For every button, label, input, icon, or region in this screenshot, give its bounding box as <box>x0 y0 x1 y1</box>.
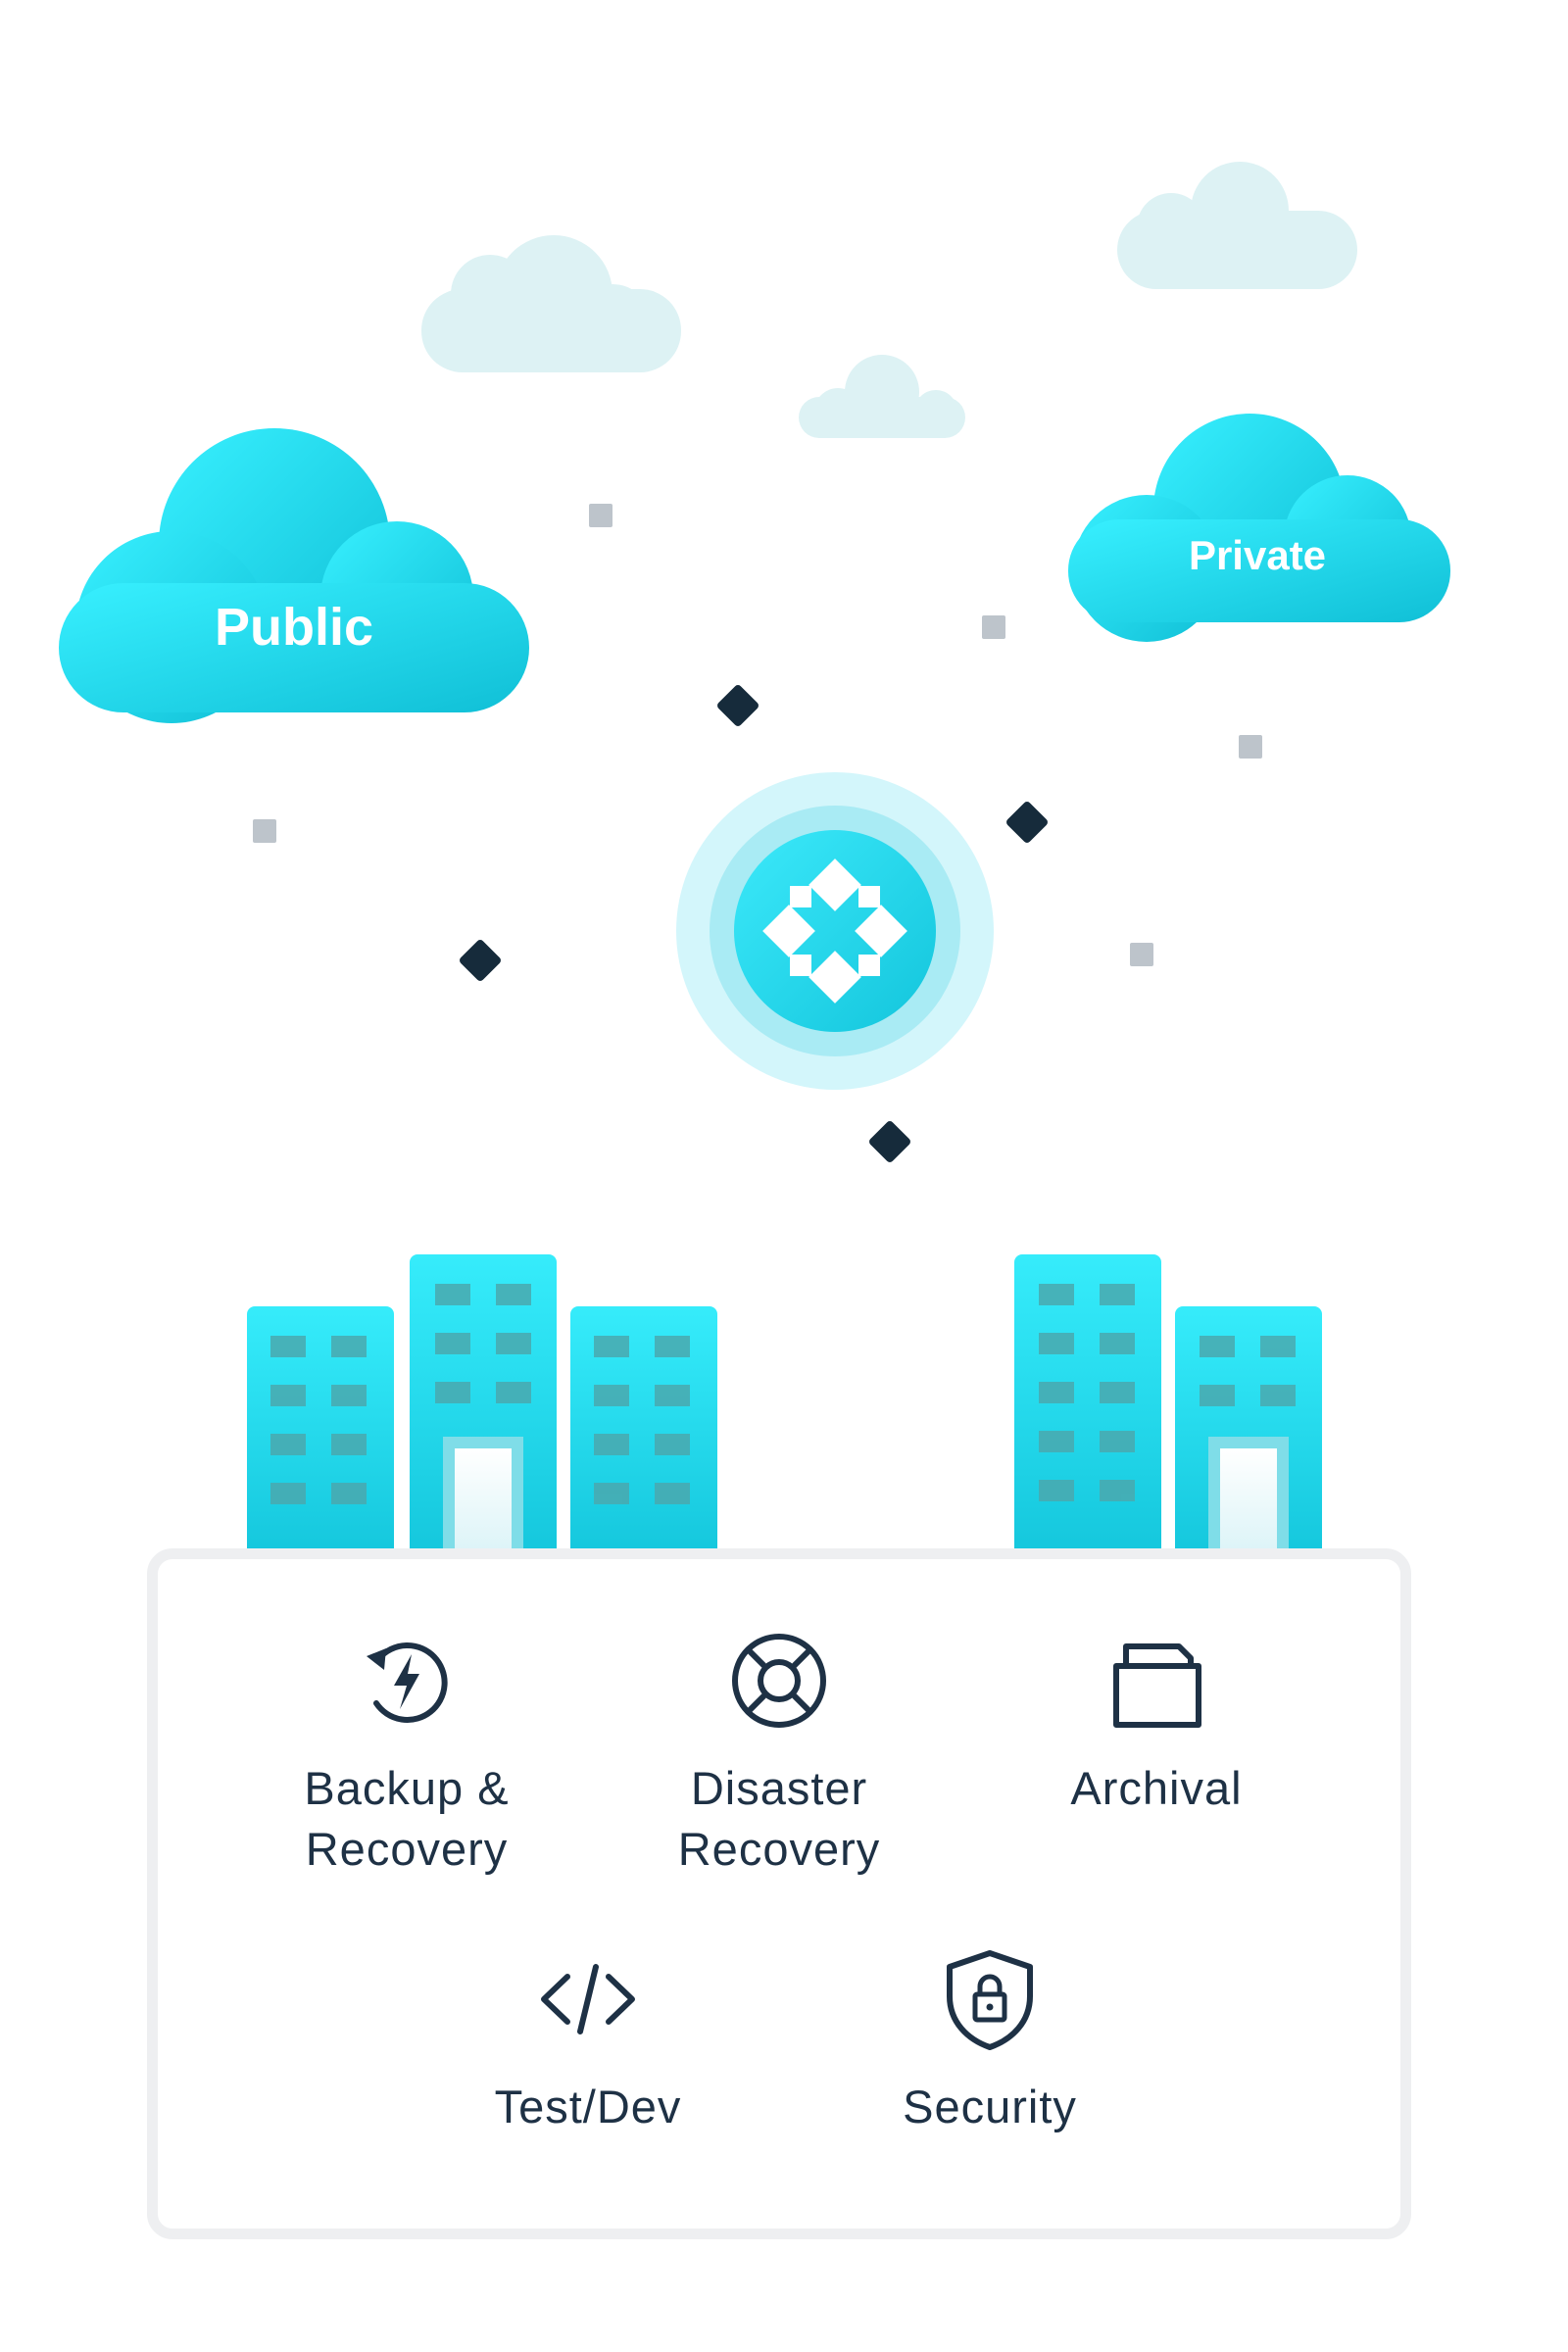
service-archival: Archival <box>990 1627 1323 1819</box>
folder-icon <box>1113 1643 1201 1728</box>
public-cloud-label: Public <box>215 598 373 657</box>
code-icon <box>541 1964 635 2034</box>
service-backup-label: Backup &Recovery <box>304 1762 510 1875</box>
gray-dots <box>253 504 1262 966</box>
backup-recovery-icon <box>367 1642 448 1723</box>
background-cloud-right <box>1117 162 1357 289</box>
service-archival-label: Archival <box>1070 1762 1243 1814</box>
background-cloud-left <box>421 235 681 372</box>
building-group-left <box>247 1254 717 1561</box>
background-cloud-center <box>799 355 965 438</box>
public-cloud <box>59 428 529 723</box>
lifebuoy-icon <box>732 1634 826 1728</box>
service-backup-recovery: Backup &Recovery <box>240 1627 573 1880</box>
hub <box>676 772 994 1090</box>
shield-lock-icon <box>947 1950 1033 2050</box>
private-cloud <box>1068 414 1450 642</box>
building-group-right <box>1014 1254 1322 1561</box>
dark-diamonds <box>460 685 1048 1162</box>
service-security-label: Security <box>903 2081 1077 2132</box>
service-security: Security <box>823 1945 1156 2137</box>
service-test-dev: Test/Dev <box>421 1945 755 2137</box>
private-cloud-label: Private <box>1189 532 1326 578</box>
service-testdev-label: Test/Dev <box>494 2081 682 2132</box>
